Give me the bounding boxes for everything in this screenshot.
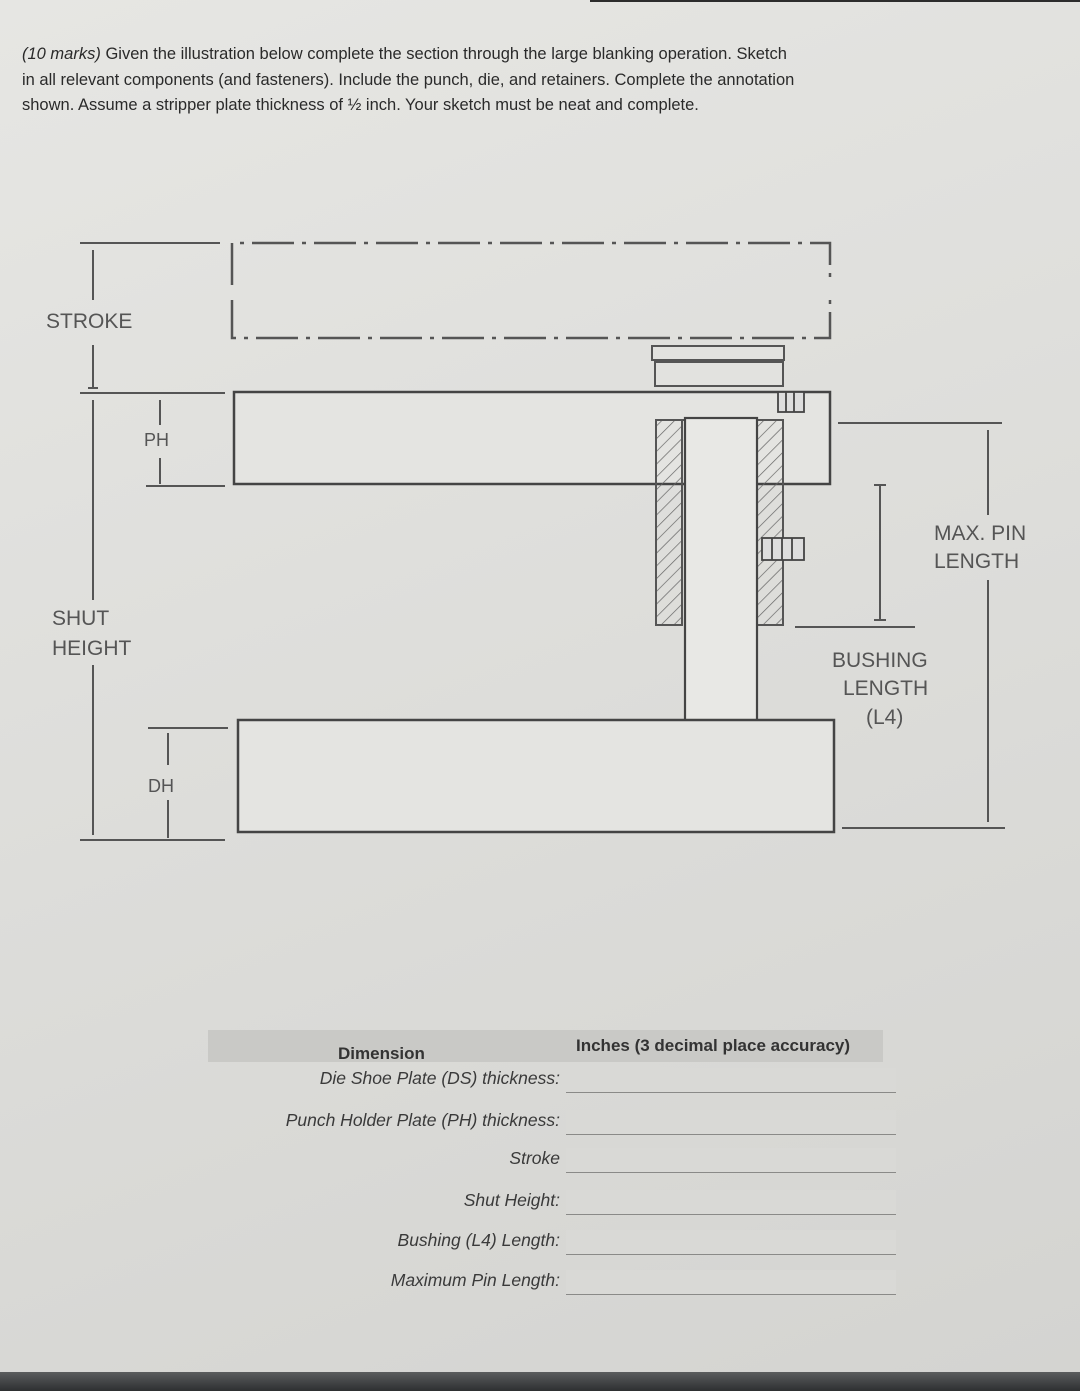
question-line-2: in all relevant components (and fastener… [22, 70, 795, 89]
bushing-top-collar [651, 345, 785, 387]
table-row: Punch Holder Plate (PH) thickness: [208, 1110, 898, 1140]
answer-field-ph[interactable] [566, 1110, 896, 1135]
max-pin-label-2: LENGTH [934, 550, 1019, 573]
answer-field-shut-height[interactable] [566, 1190, 896, 1215]
row-label: Die Shoe Plate (DS) thickness: [319, 1068, 560, 1088]
question-line-3: shown. Assume a stripper plate thickness… [22, 96, 699, 114]
answer-field-stroke[interactable] [566, 1148, 896, 1173]
header-dimension: Dimension [338, 1044, 425, 1063]
question-text: (10 marks) Given the illustration below … [22, 42, 942, 119]
answer-field-ds[interactable] [566, 1068, 896, 1093]
header-inches: Inches (3 decimal place accuracy) [576, 1036, 851, 1055]
question-marks: (10 marks) [22, 45, 101, 63]
table-row: Maximum Pin Length: [208, 1270, 898, 1300]
row-label: Shut Height: [463, 1190, 560, 1210]
page-edge-line [590, 0, 1080, 2]
bushing-label-2: LENGTH [843, 677, 928, 700]
answer-field-max-pin[interactable] [566, 1270, 896, 1295]
set-screw-lower-icon [761, 537, 805, 561]
bushing-label-1: BUSHING [832, 649, 928, 672]
table-row: Die Shoe Plate (DS) thickness: [208, 1068, 898, 1098]
ph-label: PH [144, 430, 169, 450]
max-pin-label-1: MAX. PIN [934, 522, 1026, 545]
dimension-lines [80, 242, 1005, 841]
row-label: Stroke [509, 1148, 560, 1168]
row-label: Bushing (L4) Length: [397, 1230, 560, 1250]
question-line-1: Given the illustration below complete th… [105, 45, 787, 63]
row-label: Maximum Pin Length: [390, 1270, 560, 1290]
stroke-label: STROKE [46, 310, 132, 333]
bushing-label-3: (L4) [866, 706, 903, 729]
dh-label: DH [148, 776, 174, 796]
desk-background [0, 1372, 1080, 1391]
shut-height-label-2: HEIGHT [52, 637, 132, 660]
table-row: Stroke [208, 1148, 898, 1178]
row-label: Punch Holder Plate (PH) thickness: [285, 1110, 560, 1130]
raised-punch-holder-phantom [230, 241, 832, 340]
table-row: Shut Height: [208, 1190, 898, 1220]
dimension-table: Dimension Inches (3 decimal place accura… [208, 1022, 898, 1312]
shut-height-label-1: SHUT [52, 607, 109, 630]
answer-field-bushing[interactable] [566, 1230, 896, 1255]
table-header: Dimension Inches (3 decimal place accura… [208, 1030, 883, 1063]
set-screw-upper-icon [777, 391, 805, 413]
table-row: Bushing (L4) Length: [208, 1230, 898, 1260]
die-shoe-plate [236, 718, 836, 834]
die-set-drawing: STROKE PH SHUT HEIGHT DH MAX. PIN LENGTH… [46, 241, 1026, 841]
